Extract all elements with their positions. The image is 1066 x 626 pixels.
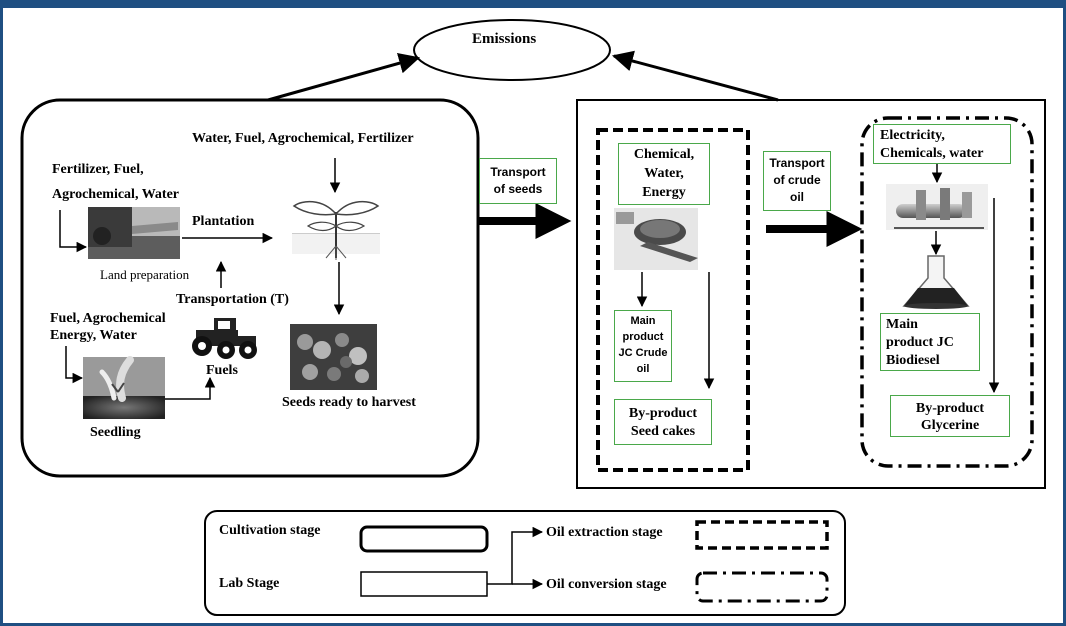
transport-seeds-label-box: Transport of seeds [479,158,557,204]
flask-biodiesel-icon [902,255,970,309]
seedling-inputs-arrow [65,346,84,384]
conversion-inputs-box: Electricity, Chemicals, water [873,124,1011,164]
left-inputs-arrow [59,210,88,253]
conversion-main-product-box: Main product JC Biodiesel [880,313,980,371]
legend-cultivation-swatch [359,525,489,553]
seedling-inputs-2: Energy, Water [50,328,137,343]
plant-sprout-icon [292,200,380,260]
conversion-inputs-2: Chemicals, water [880,146,984,161]
lab-to-emissions-arrow [611,50,779,102]
legend-extraction-swatch [695,520,829,550]
oil-extraction-stage-box [596,128,750,472]
transport-oil-label-box: Transport of crude oil [763,151,831,211]
extraction-main-1: Main [630,315,656,327]
conversion-byproduct-box: By-product Glycerine [890,395,1010,437]
lab-stage-box [576,99,1046,489]
extraction-main-2: product [622,331,664,343]
extraction-inputs-3: Energy [642,185,686,200]
seedling-label: Seedling [90,425,141,440]
extraction-inputs-2: Water, [644,166,684,181]
oil-press-photo [614,208,698,270]
legend-lab-label: Lab Stage [219,576,280,591]
conversion-inputs-1: Electricity, [880,128,945,143]
cultivation-left-inputs-1: Fertilizer, Fuel, [52,162,144,177]
legend-conversion-label: Oil conversion stage [546,577,667,592]
extraction-by-1: By-product [628,406,698,421]
legend-cultivation-label: Cultivation stage [219,523,321,538]
cultivation-top-inputs: Water, Fuel, Agrochemical, Fertilizer [192,131,414,146]
cultivation-stage-box [20,98,480,478]
plantation-label: Plantation [192,214,255,229]
extraction-main-product-box: Main product JC Crude oil [614,310,672,382]
transport-oil-line3: oil [790,190,804,204]
cultivation-to-emissions-arrow [267,52,421,102]
emissions-label: Emissions [472,31,537,47]
transportation-label: Transportation (T) [176,292,289,307]
seedling-to-fuels-arrow [165,376,216,400]
transport-seeds-line2: of seeds [493,182,543,196]
conversion-by-2: Glycerine [920,418,980,433]
conversion-main-2: product JC [886,335,954,350]
emissions-node [413,19,611,81]
cultivation-left-inputs-2: Agrochemical, Water [52,187,180,202]
extraction-main-3: JC Crude [618,347,668,359]
seedling-inputs-1: Fuel, Agrochemical [50,311,166,326]
extraction-byproduct-box: By-product Seed cakes [614,399,712,445]
seedling-photo [83,356,165,419]
extraction-by-2: Seed cakes [630,424,696,439]
extraction-main-4: oil [636,363,650,375]
transport-oil-line1: Transport [769,156,825,170]
reactor-machine-icon [886,184,988,230]
transport-seeds-line1: Transport [490,165,546,179]
legend-conversion-swatch [695,571,829,603]
tractor-plowing-photo [88,207,180,259]
conversion-main-3: Biodiesel [886,353,940,368]
fuels-label: Fuels [206,363,238,378]
legend-box [204,510,846,616]
seeds-ready-label: Seeds ready to harvest [282,395,416,410]
jatropha-seeds-photo [290,324,377,390]
legend-extraction-label: Oil extraction stage [546,525,663,540]
legend-branch-up [487,526,544,585]
extraction-inputs-box: Chemical, Water, Energy [618,143,710,205]
extraction-inputs-1: Chemical, [633,147,695,162]
transport-oil-line2: of crude [773,173,821,187]
tractor-icon [192,318,257,359]
land-preparation-label: Land preparation [100,267,190,282]
conversion-main-1: Main [886,317,918,332]
conversion-by-1: By-product [915,401,985,416]
oil-conversion-stage-box [860,116,1034,468]
